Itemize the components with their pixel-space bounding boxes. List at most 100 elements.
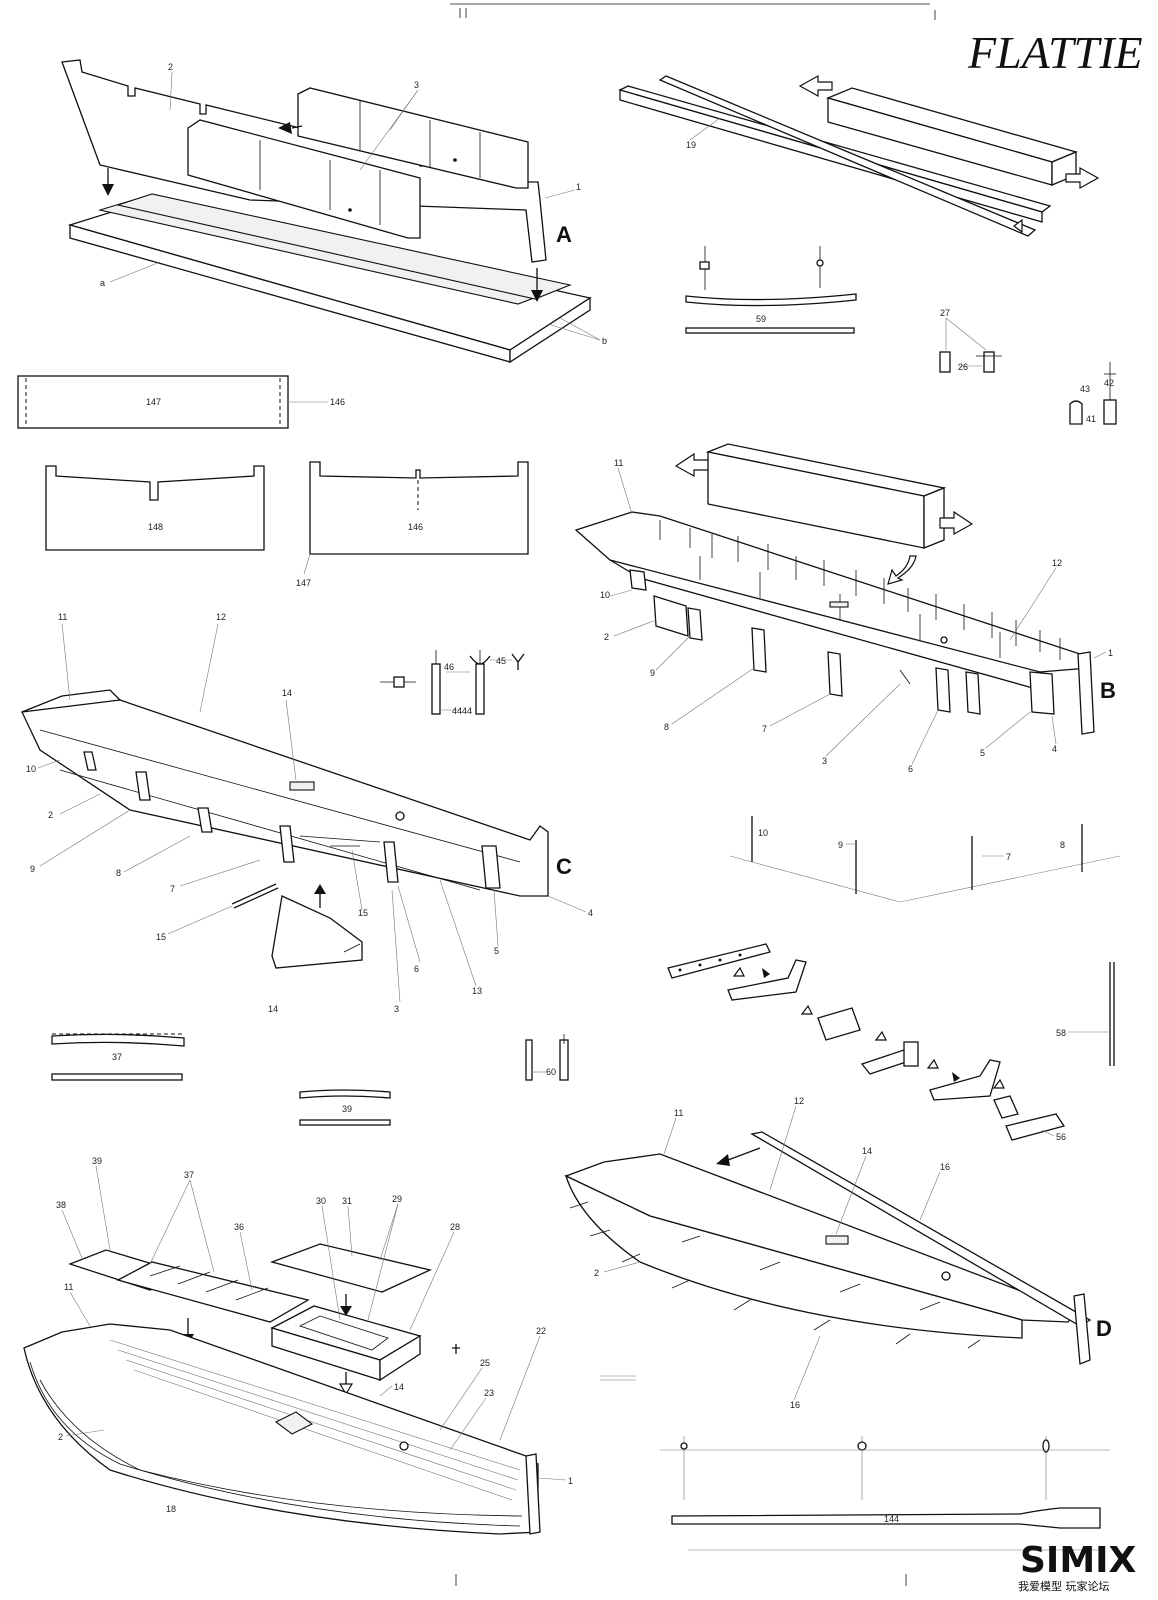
watermark: SIMIX 我爱模型 玩家论坛: [1018, 1540, 1137, 1593]
label-p59: 59: [756, 314, 766, 324]
label-c14: 14: [282, 688, 292, 698]
label-b6: 6: [908, 764, 913, 774]
label-c2: 2: [48, 810, 53, 820]
label-c5: 5: [494, 946, 499, 956]
label-r46: 46: [444, 662, 454, 672]
label-d8: 8: [1060, 840, 1065, 850]
bulkhead-templates: 147 146 148 146 147: [17, 375, 529, 588]
label-c4: 4: [588, 908, 593, 918]
label-p27: 27: [940, 308, 950, 318]
label-e31: 31: [342, 1196, 352, 1206]
stem-post: [1077, 651, 1095, 735]
step-c-assembly: 11 12 14 10 2 9 8 7 15 15 14 3 6 13 5 4 …: [21, 612, 593, 1014]
label-e36: 36: [234, 1222, 244, 1232]
label-d14: 14: [862, 1146, 872, 1156]
label-p60: 60: [546, 1067, 556, 1077]
label-c15: 15: [156, 932, 166, 942]
label-d11: 11: [674, 1108, 683, 1118]
label-e37: 37: [184, 1170, 194, 1180]
page-top-edge: [450, 3, 936, 20]
seat-frame-36: [116, 1261, 310, 1323]
label-a1: 1: [576, 182, 581, 192]
label-p41: 41: [1086, 414, 1096, 424]
push-arrow-left: [798, 74, 833, 98]
label-p146b: 146: [408, 522, 423, 532]
label-d7: 7: [1006, 852, 1011, 862]
label-e39: 39: [92, 1156, 102, 1166]
label-b4: 4: [1052, 744, 1057, 754]
sheet-title: FLATTIE: [967, 27, 1143, 78]
label-e38: 38: [56, 1200, 66, 1210]
step-d-letter: D: [1096, 1316, 1112, 1341]
label-aa: a: [100, 278, 105, 288]
label-e2: 2: [58, 1432, 63, 1442]
hull-deck: [21, 689, 549, 897]
label-d12: 12: [794, 1096, 804, 1106]
label-p39: 39: [342, 1104, 352, 1114]
label-c6: 6: [414, 964, 419, 974]
step-d-assembly: 11 12 14 16 2 16 D: [564, 1096, 1112, 1410]
label-d16b: 16: [790, 1400, 800, 1410]
watermark-caption: 我爱模型 玩家论坛: [1018, 1579, 1110, 1593]
side-planking: [564, 1174, 1023, 1339]
watermark-logo: SIMIX: [1020, 1540, 1137, 1581]
label-p43: 43: [1080, 384, 1090, 394]
label-p144: 144: [884, 1514, 899, 1524]
label-c14b: 14: [268, 1004, 278, 1014]
step-a-assembly: 2 3 1 a b A: [61, 59, 607, 364]
fittings-46-45-44: 46 45 4444: [380, 650, 525, 716]
bulkhead-assembly-back: [297, 87, 529, 189]
label-d16: 16: [940, 1162, 950, 1172]
label-p19: 19: [686, 140, 696, 150]
push-arrow-right: [1065, 166, 1100, 190]
label-p148: 148: [148, 522, 163, 532]
strip-parts: 37 39 60: [51, 1033, 569, 1126]
step-b-assembly: 11 10 2 9 8 7 3 6 5 4 12 1 B: [574, 443, 1116, 774]
label-b8: 8: [664, 722, 669, 732]
label-p146: 146: [330, 397, 345, 407]
label-a3: 3: [414, 80, 419, 90]
rudder-hinge-detail: 56 58: [667, 943, 1115, 1142]
label-p26: 26: [958, 362, 968, 372]
label-r44: 4444: [452, 706, 472, 716]
oar-144: [671, 1507, 1101, 1529]
label-c3: 3: [394, 1004, 399, 1014]
label-e22: 22: [536, 1326, 546, 1336]
label-d2: 2: [594, 1268, 599, 1278]
label-e18: 18: [166, 1504, 176, 1514]
label-d9: 9: [838, 840, 843, 850]
label-e11: 11: [64, 1282, 73, 1292]
label-c11: 11: [58, 612, 67, 622]
step-a-letter: A: [556, 222, 572, 247]
bulkhead-assembly-front: [187, 119, 421, 239]
label-r45: 45: [496, 656, 506, 666]
label-e14: 14: [394, 1382, 404, 1392]
label-p37: 37: [112, 1052, 122, 1062]
label-c8: 8: [116, 868, 121, 878]
label-b10: 10: [600, 590, 610, 600]
label-b1: 1: [1108, 648, 1113, 658]
label-c7: 7: [170, 884, 175, 894]
frame-upright-detail: 10 9 7 8: [729, 816, 1121, 903]
label-c13: 13: [472, 986, 482, 996]
side-nails: [569, 1201, 981, 1349]
label-b11: 11: [614, 458, 623, 468]
step-b-letter: B: [1100, 678, 1116, 703]
label-d56: 56: [1056, 1132, 1066, 1142]
label-d10: 10: [758, 828, 768, 838]
label-p42: 42: [1104, 378, 1114, 388]
label-e29: 29: [392, 1194, 402, 1204]
label-p147b: 147: [296, 578, 311, 588]
label-e25: 25: [480, 1358, 490, 1368]
final-assembly: 39 38 37 36 30 31 29 28 11 2 14 25 23 22…: [23, 1156, 573, 1535]
label-p147: 147: [146, 397, 161, 407]
label-b2: 2: [604, 632, 609, 642]
label-a2: 2: [168, 62, 173, 72]
label-b9: 9: [650, 668, 655, 678]
step-c-letter: C: [556, 854, 572, 879]
label-e28: 28: [450, 1222, 460, 1232]
label-c12: 12: [216, 612, 226, 622]
label-c15b: 15: [358, 908, 368, 918]
label-d58: 58: [1056, 1028, 1066, 1038]
